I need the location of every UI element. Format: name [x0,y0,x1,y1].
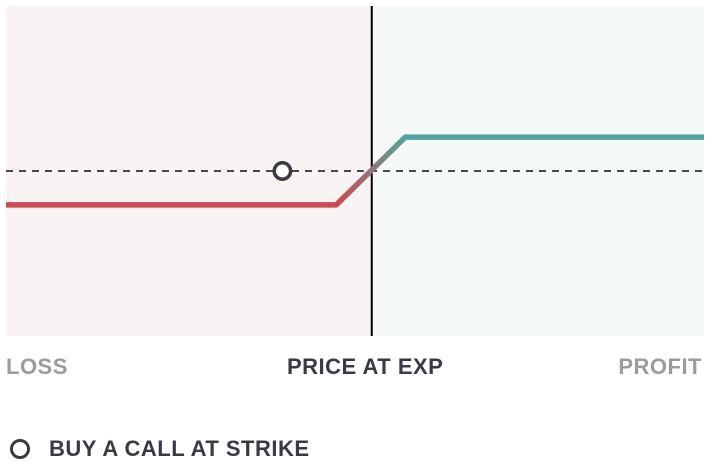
legend: BUY A CALL AT STRIKE [10,435,310,463]
series-transition-segment [333,134,409,208]
legend-open-circle-icon [10,439,30,459]
profit-region-background [371,6,704,336]
loss-label: LOSS [6,354,68,379]
payoff-chart [6,6,704,336]
profit-label: PROFIT [618,354,702,379]
x-axis-label: PRICE AT EXP [287,354,444,379]
strike-marker-circle [272,161,293,181]
legend-entry: BUY A CALL AT STRIKE [49,436,310,461]
